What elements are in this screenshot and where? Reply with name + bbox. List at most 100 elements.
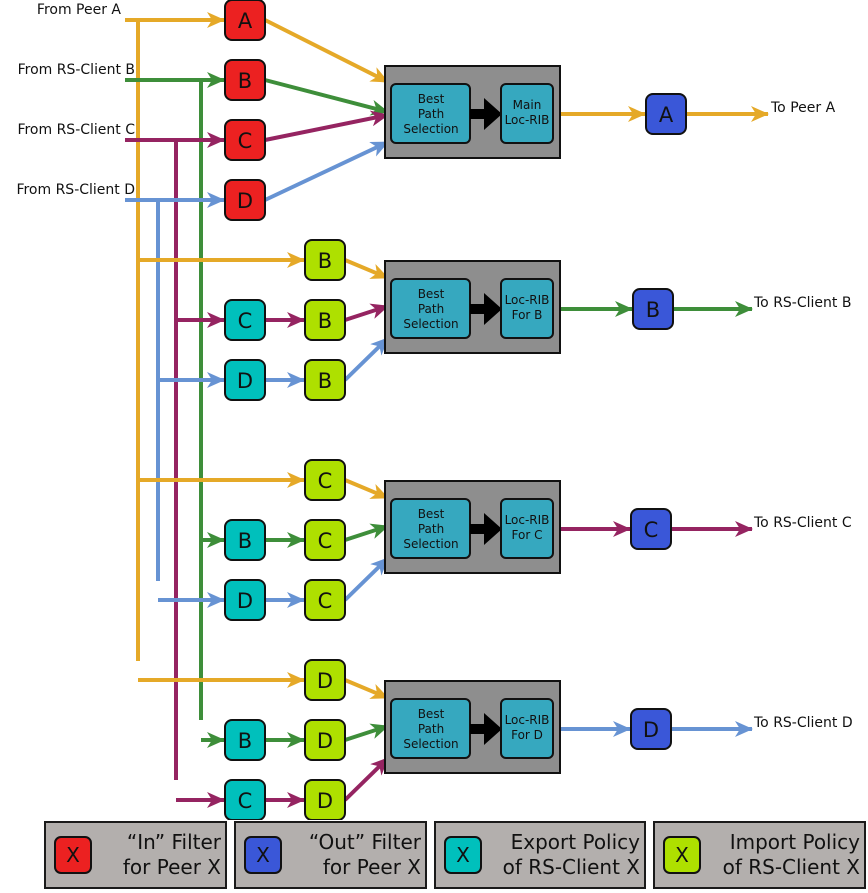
import-to-rib-D-A bbox=[344, 678, 389, 700]
import-policy-C-from-A-shape bbox=[304, 459, 346, 501]
selection-arrow-head bbox=[484, 713, 502, 745]
in-filter-B: B bbox=[224, 59, 266, 101]
legend-in-filter-label: “In” Filter for Peer X bbox=[92, 830, 225, 880]
import-policy-swatch: X bbox=[663, 836, 701, 874]
best-path-label: Path bbox=[418, 302, 444, 316]
loc-rib-label: Loc-RIB bbox=[505, 713, 550, 727]
in-filter-B-shape bbox=[224, 59, 266, 101]
selection-arrow-head bbox=[484, 513, 502, 545]
legend-import-policy: X Import Policy of RS-Client X bbox=[653, 821, 866, 889]
import-policy-C-from-D-letter: C bbox=[318, 589, 333, 613]
selection-arrow-shaft bbox=[470, 724, 486, 734]
legend-line: “In” Filter bbox=[126, 830, 221, 854]
loc-rib-label: For C bbox=[512, 528, 543, 542]
in-filter-C-letter: C bbox=[238, 129, 253, 153]
import-policy-D-from-C-shape bbox=[304, 779, 346, 820]
export-policy-C-for-B-letter: C bbox=[238, 309, 253, 333]
in-filter-to-rib-A bbox=[264, 18, 389, 84]
best-path-label: Best bbox=[418, 707, 445, 721]
export-policy-C-for-B-shape bbox=[224, 299, 266, 341]
loc-rib-box bbox=[500, 698, 554, 759]
import-policy-C-from-A: C bbox=[304, 459, 346, 501]
export-policy-D-for-C: D bbox=[224, 579, 266, 621]
out-filter-C-letter: C bbox=[644, 518, 659, 542]
import-policy-B-from-D-letter: B bbox=[318, 369, 332, 393]
legend-in-filter: X “In” Filter for Peer X bbox=[44, 821, 227, 889]
loc-rib-box bbox=[500, 83, 554, 144]
export-policy-B-for-D: B bbox=[224, 719, 266, 761]
import-to-rib-B-D bbox=[343, 336, 390, 382]
export-policy-D-for-C-letter: D bbox=[237, 589, 253, 613]
out-filter-A-shape bbox=[645, 93, 687, 135]
import-policy-B-from-C: B bbox=[304, 299, 346, 341]
import-to-rib-C-D bbox=[343, 556, 390, 602]
best-path-label: Selection bbox=[403, 537, 458, 551]
export-policy-B-for-C-shape bbox=[224, 519, 266, 561]
loc-rib-box bbox=[500, 498, 554, 559]
loc-rib-label: Loc-RIB bbox=[505, 293, 550, 307]
import-policy-B-from-A: B bbox=[304, 239, 346, 281]
import-policy-D-from-B: D bbox=[304, 719, 346, 761]
destination-label-main: To Peer A bbox=[770, 100, 836, 116]
in-filter-to-rib-C bbox=[264, 110, 389, 142]
source-label-D: From RS-Client D bbox=[16, 182, 135, 198]
out-filter-C: C bbox=[630, 508, 672, 550]
export-policy-B-for-C: B bbox=[224, 519, 266, 561]
selection-arrow-shaft bbox=[470, 524, 486, 534]
best-path-label: Selection bbox=[403, 737, 458, 751]
legend-line: of RS-Client X bbox=[502, 855, 640, 879]
in-filter-swatch: X bbox=[54, 836, 92, 874]
import-to-rib-D-C bbox=[343, 756, 390, 802]
import-to-rib-C-A bbox=[344, 478, 389, 500]
best-path-label: Path bbox=[418, 722, 444, 736]
import-policy-C-from-B-letter: C bbox=[318, 529, 333, 553]
out-filter-B: B bbox=[632, 288, 674, 330]
import-policy-C-from-B: C bbox=[304, 519, 346, 561]
out-filter-A-letter: A bbox=[659, 103, 674, 127]
export-policy-C-for-D-shape bbox=[224, 779, 266, 820]
destination-label-B: To RS-Client B bbox=[753, 295, 851, 311]
source-label-B: From RS-Client B bbox=[18, 62, 135, 78]
export-policy-D-for-B: D bbox=[224, 359, 266, 401]
selection-arrow-shaft bbox=[470, 109, 486, 119]
legend-out-filter: X “Out” Filter for Peer X bbox=[234, 821, 427, 889]
in-filter-to-rib-B bbox=[264, 78, 389, 116]
import-to-rib-B-A bbox=[344, 258, 389, 280]
legend-line: for Peer X bbox=[122, 855, 221, 879]
best-path-label: Path bbox=[418, 107, 444, 121]
out-filter-D: D bbox=[630, 708, 672, 750]
loc-rib-label: For D bbox=[511, 728, 543, 742]
source-label-C: From RS-Client C bbox=[17, 122, 135, 138]
export-policy-D-for-B-letter: D bbox=[237, 369, 253, 393]
export-policy-C-for-D: C bbox=[224, 779, 266, 820]
import-policy-C-from-A-letter: C bbox=[318, 469, 333, 493]
selection-arrow-shaft bbox=[470, 304, 486, 314]
import-policy-B-from-C-shape bbox=[304, 299, 346, 341]
import-policy-D-from-C-letter: D bbox=[317, 789, 333, 813]
destination-label-C: To RS-Client C bbox=[753, 515, 852, 531]
in-filter-C: C bbox=[224, 119, 266, 161]
import-policy-B-from-A-shape bbox=[304, 239, 346, 281]
import-policy-D-from-A-shape bbox=[304, 659, 346, 701]
out-filter-B-letter: B bbox=[646, 298, 660, 322]
import-policy-C-from-D: C bbox=[304, 579, 346, 621]
legend-line: for Peer X bbox=[322, 855, 421, 879]
in-filter-D-letter: D bbox=[237, 189, 253, 213]
export-policy-C-for-D-letter: C bbox=[238, 789, 253, 813]
import-to-rib-B-C bbox=[344, 303, 389, 322]
best-path-label: Selection bbox=[403, 122, 458, 136]
loc-rib-label: Loc-RIB bbox=[505, 513, 550, 527]
out-filter-D-shape bbox=[630, 708, 672, 750]
import-policy-D-from-A: D bbox=[304, 659, 346, 701]
export-policy-B-for-D-shape bbox=[224, 719, 266, 761]
import-policy-B-from-C-letter: B bbox=[318, 309, 332, 333]
export-policy-swatch: X bbox=[444, 836, 482, 874]
export-policy-B-for-C-letter: B bbox=[238, 529, 252, 553]
import-policy-B-from-A-letter: B bbox=[318, 249, 332, 273]
legend-line: “Out” Filter bbox=[308, 830, 421, 854]
best-path-label: Selection bbox=[403, 317, 458, 331]
import-to-rib-D-B bbox=[344, 723, 389, 742]
